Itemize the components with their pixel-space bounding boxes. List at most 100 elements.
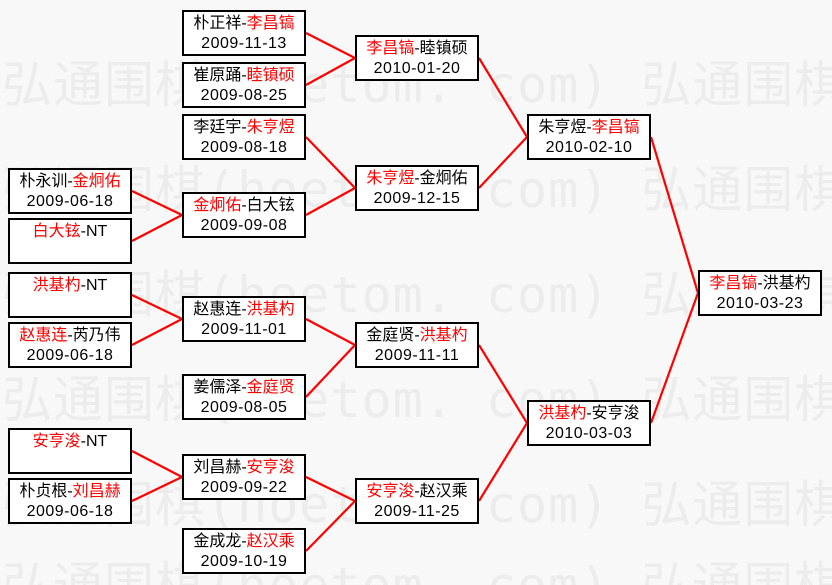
match-date: 2010-03-23 <box>716 295 804 312</box>
match-date: 2010-01-20 <box>373 60 461 77</box>
match-date: 2009-11-25 <box>374 503 460 520</box>
player-name-left: 朴永训 <box>19 173 68 190</box>
players-separator: - <box>414 40 420 57</box>
match-players: 朴正祥-李昌镐 <box>184 14 304 34</box>
player-name-left: 李昌镐 <box>366 40 415 57</box>
players-separator: - <box>80 433 86 450</box>
player-name-right: 睦镇硕 <box>419 40 468 57</box>
players-separator: - <box>241 533 247 550</box>
connector-line-m11-m13 <box>131 450 183 478</box>
players-separator: - <box>241 15 247 32</box>
match-date: 2009-06-18 <box>26 193 114 210</box>
player-name-right: NT <box>86 433 108 450</box>
connector-line-m17-m20 <box>478 344 528 424</box>
connector-line-m12-m13 <box>131 476 183 502</box>
player-name-left: 洪基杓 <box>32 277 81 294</box>
match-players: 安亨浚-NT <box>10 432 130 452</box>
match-date: 2009-10-19 <box>200 553 288 570</box>
match-box-m7: 洪基杓-NT <box>8 272 132 318</box>
players-separator: - <box>586 119 592 136</box>
match-box-m15: 李昌镐-睦镇硕 2010-01-20 <box>355 35 479 81</box>
connector-line-m3-m16 <box>305 136 356 189</box>
match-date: 2009-08-25 <box>200 87 288 104</box>
players-separator: - <box>80 223 86 240</box>
connector-line-m16-m19 <box>478 136 528 189</box>
match-players: 李昌镐-洪基杓 <box>700 274 820 294</box>
match-box-m11: 安亨浚-NT <box>8 428 132 474</box>
player-name-left: 李廷宇 <box>193 119 242 136</box>
player-name-right: 白大铉 <box>246 197 295 214</box>
player-name-left: 刘昌赫 <box>193 459 242 476</box>
match-date: 2010-02-10 <box>545 139 633 156</box>
player-name-right: 朱亨煜 <box>246 119 295 136</box>
connector-line-m7-m9 <box>131 294 183 320</box>
player-name-right: 安亨浚 <box>591 405 640 422</box>
match-date: 2009-11-13 <box>201 35 287 52</box>
player-name-right: 赵汉乘 <box>419 483 468 500</box>
player-name-left: 赵惠连 <box>193 301 242 318</box>
connector-line-m18-m20 <box>478 422 528 502</box>
player-name-right: NT <box>86 277 108 294</box>
player-name-right: NT <box>86 223 108 240</box>
connector-line-m14-m18 <box>305 500 356 552</box>
match-box-m18: 安亨浚-赵汉乘 2009-11-25 <box>355 478 479 524</box>
connector-line-m19-m21 <box>649 136 700 294</box>
player-name-right: 金庭贤 <box>246 379 295 396</box>
player-name-right: 洪基杓 <box>246 301 295 318</box>
player-name-left: 朱亨煜 <box>538 119 587 136</box>
players-separator: - <box>414 170 420 187</box>
players-separator: - <box>414 483 420 500</box>
player-name-right: 金炯佑 <box>419 170 468 187</box>
players-separator: - <box>80 277 86 294</box>
match-players: 姜儒泽-金庭贤 <box>184 378 304 398</box>
player-name-right: 安亨浚 <box>246 459 295 476</box>
player-name-left: 安亨浚 <box>32 433 81 450</box>
match-players: 白大铉-NT <box>10 222 130 242</box>
player-name-right: 赵汉乘 <box>246 533 295 550</box>
connector-line-m1-m15 <box>305 32 356 59</box>
player-name-right: 金炯佑 <box>72 173 121 190</box>
match-players: 朱亨煜-李昌镐 <box>529 118 649 138</box>
player-name-left: 崔原踊 <box>193 67 242 84</box>
players-separator: - <box>757 275 763 292</box>
match-players: 朴永训-金炯佑 <box>10 172 130 192</box>
players-separator: - <box>241 379 247 396</box>
match-date: 2009-09-08 <box>200 217 288 234</box>
match-date: 2010-03-03 <box>545 425 633 442</box>
match-date: 2009-08-05 <box>200 399 288 416</box>
connector-line-m20-m21 <box>649 292 700 424</box>
match-players: 赵惠连-洪基杓 <box>184 300 304 320</box>
connector-line-m9-m17 <box>305 318 356 346</box>
players-separator: - <box>67 483 73 500</box>
match-players: 洪基杓-NT <box>10 276 130 296</box>
player-name-right: 洪基杓 <box>762 275 811 292</box>
players-separator: - <box>414 327 420 344</box>
connector-line-m13-m18 <box>305 476 356 502</box>
connector-line-m8-m9 <box>131 318 183 346</box>
players-separator: - <box>586 405 592 422</box>
player-name-left: 安亨浚 <box>366 483 415 500</box>
match-date: 2009-12-15 <box>373 190 461 207</box>
player-name-left: 白大铉 <box>32 223 81 240</box>
player-name-left: 金庭贤 <box>366 327 415 344</box>
player-name-left: 赵惠连 <box>19 327 68 344</box>
connector-line-m4-m6 <box>131 190 183 216</box>
player-name-left: 金炯佑 <box>193 197 242 214</box>
match-players: 赵惠连-芮乃伟 <box>10 326 130 346</box>
player-name-left: 朴贞根 <box>19 483 68 500</box>
match-date: 2009-06-18 <box>26 347 114 364</box>
